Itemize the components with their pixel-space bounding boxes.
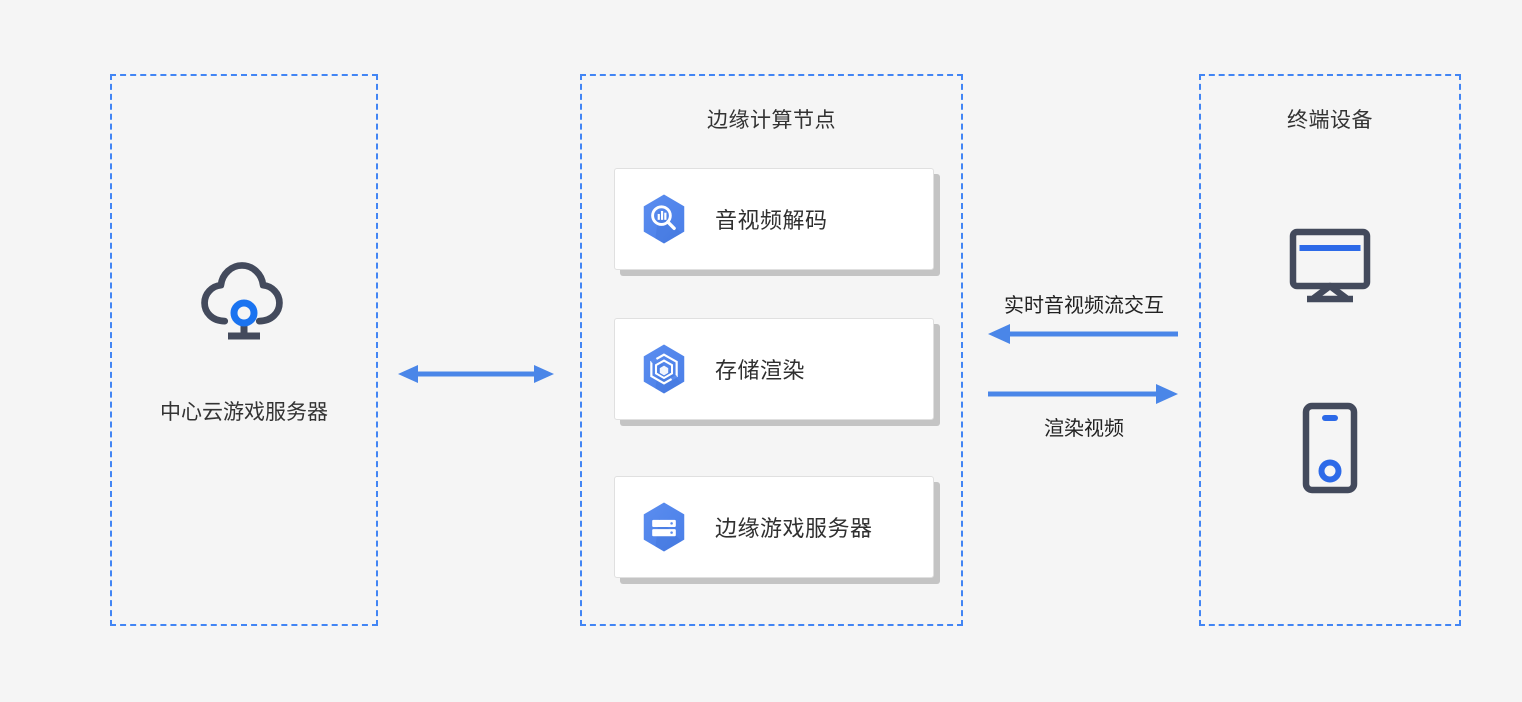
zone-central-cloud: 中心云游戏服务器 [110,74,378,626]
media-decode-icon [643,194,685,244]
flow-label-rendered-video: 渲染视频 [1044,418,1124,440]
smartphone-icon [1302,402,1358,494]
monitor-icon [1289,228,1371,303]
smartphone-icon-wrapper [1201,402,1459,494]
card-media-decode-label: 音视频解码 [715,208,828,233]
cloud-node-icon [201,262,283,340]
flow-label-stream-interaction: 实时音视频流交互 [1004,295,1164,317]
card-edge-game-server-label: 边缘游戏服务器 [715,516,873,541]
storage-render-icon [643,344,685,394]
central-cloud-label: 中心云游戏服务器 [160,401,328,424]
edge-game-server-icon [643,502,685,552]
arrow-edge-to-device [988,384,1178,404]
monitor-icon-wrapper [1201,228,1459,304]
arrow-device-to-edge [988,324,1178,344]
card-media-decode[interactable]: 音视频解码 [614,168,934,270]
card-storage-render[interactable]: 存储渲染 [614,318,934,420]
card-storage-render-label: 存储渲染 [715,358,806,383]
edge-zone-title: 边缘计算节点 [707,109,836,132]
cloud-node-icon-wrapper [112,254,376,350]
zone-terminal-devices: 终端设备 [1199,74,1461,626]
device-zone-title: 终端设备 [1287,109,1373,132]
zone-edge-computing: 边缘计算节点 [580,74,963,626]
card-edge-game-server[interactable]: 边缘游戏服务器 [614,476,934,578]
arrow-cloud-edge-bidirectional [398,365,554,383]
